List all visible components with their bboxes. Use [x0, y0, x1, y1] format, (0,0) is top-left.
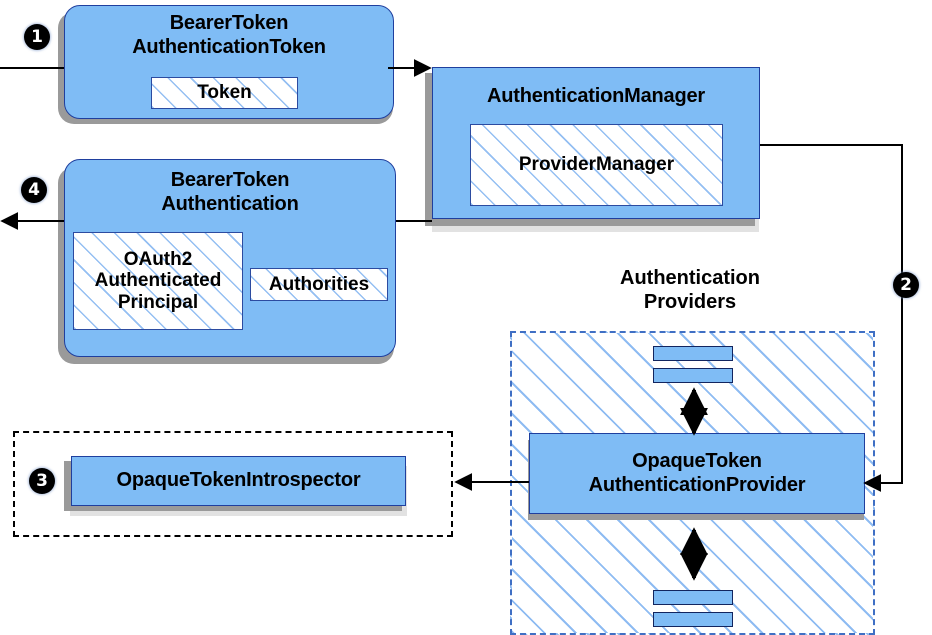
provider-stack-bar-top-2: [653, 368, 733, 383]
node-opaque-token-introspector[interactable]: OpaqueTokenIntrospector: [71, 456, 406, 506]
inner-oauth2-authenticated-principal[interactable]: OAuth2 Authenticated Principal: [73, 232, 243, 330]
provider-stack-bar-top-1: [653, 346, 733, 361]
inner-provider-manager[interactable]: ProviderManager: [470, 124, 723, 206]
bearer-token-authentication-title: BearerToken Authentication: [161, 169, 299, 215]
authentication-providers-caption: Authentication Providers: [620, 267, 760, 313]
inner-oauth2-authenticated-principal-label: OAuth2 Authenticated Principal: [94, 249, 222, 313]
provider-stack-bar-bottom-2: [653, 612, 733, 627]
step-marker-1: 1: [24, 24, 50, 50]
step-marker-3: 3: [29, 468, 55, 494]
inner-token[interactable]: Token: [151, 77, 298, 109]
inner-authorities-label: Authorities: [268, 273, 370, 295]
step-marker-2: 2: [893, 272, 919, 298]
opaque-token-introspector-title: OpaqueTokenIntrospector: [116, 469, 361, 492]
authentication-manager-title: AuthenticationManager: [486, 85, 706, 107]
opaque-token-authentication-provider-title: OpaqueToken AuthenticationProvider: [588, 449, 806, 496]
inner-token-label: Token: [197, 82, 252, 104]
step-marker-4: 4: [21, 177, 47, 203]
inner-authorities[interactable]: Authorities: [250, 268, 388, 301]
bearer-token-authentication-token-title: BearerToken AuthenticationToken: [132, 12, 326, 58]
provider-stack-bar-bottom-1: [653, 590, 733, 605]
inner-provider-manager-label: ProviderManager: [518, 154, 675, 176]
introspector-group-container: [13, 431, 453, 537]
node-opaque-token-authentication-provider[interactable]: OpaqueToken AuthenticationProvider: [529, 433, 865, 514]
